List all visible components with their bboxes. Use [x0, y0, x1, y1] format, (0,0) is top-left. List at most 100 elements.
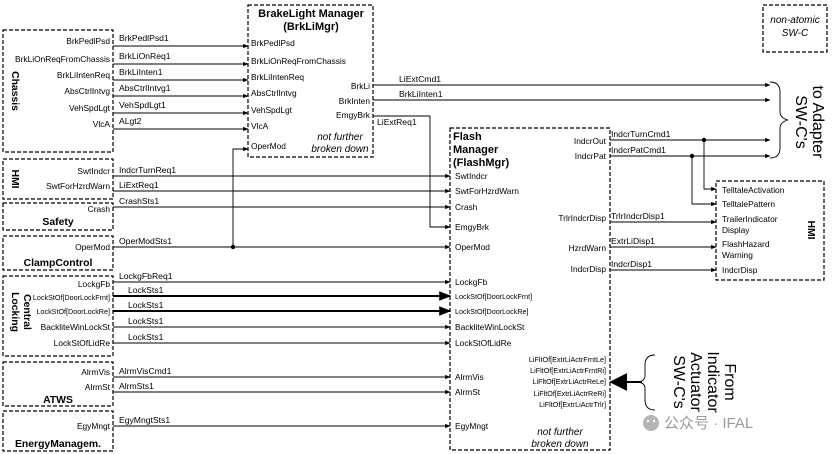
- central-title-line2: Locking: [9, 292, 20, 332]
- energy-title: EnergyManagem.: [15, 439, 101, 450]
- watermark-text: 公众号 · IFAL: [664, 415, 753, 432]
- flash-input-ports: SwtIndcr SwtForHzrdWarn Crash EmgyBrk Op…: [455, 171, 532, 431]
- flash-manager-title: Flash: [453, 131, 482, 143]
- central-port: BackliteWinLockSt: [41, 322, 111, 332]
- brake-in-port: BrkPedlPsd: [251, 38, 295, 48]
- central-port: LockStOf[DoorLockFrnt]: [33, 293, 110, 302]
- chassis-title: Chassis: [9, 71, 20, 111]
- central-locking-block: [2, 275, 114, 357]
- brakelight-manager-title: BrakeLight Manager: [258, 8, 364, 20]
- flash-in-port: SwtForHzrdWarn: [455, 186, 519, 196]
- flash-in-port: EgyMngt: [455, 421, 489, 431]
- brake-out-port: BrkInten: [339, 96, 371, 106]
- hmi-right-port: FlashHazard: [722, 239, 770, 249]
- signal-label: AlrmSts1: [119, 381, 154, 391]
- energy-port: EgyMngt: [77, 421, 111, 431]
- signal-label: LiExtCmd1: [399, 74, 441, 84]
- atws-port: AlrmVis: [81, 367, 110, 377]
- chassis-port: BrkLiOnReqFromChassis: [15, 54, 110, 64]
- from-indicator-label: Indicator: [704, 351, 721, 413]
- flash-fb-port: LiFltOf[ExtrLiActrFrntLe]: [529, 355, 606, 364]
- flash-out-port: IndcrOut: [574, 136, 607, 146]
- flash-manager-title-line2: Manager: [453, 144, 499, 156]
- indicator-brace: [637, 354, 656, 411]
- signal-label: BrkLiOnReq1: [119, 51, 171, 61]
- central-locking-signals: LockgFbReq1 LockSts1 LockSts1 LockSts1 L…: [119, 271, 173, 342]
- flash-note-line2: broken down: [531, 439, 589, 450]
- brakelight-output-ports: BrkLi BrkInten EmgyBrk: [336, 81, 371, 120]
- non-atomic-swc-block: [762, 4, 828, 53]
- flash-fb-port: LiFltOf[ExtrLiActrReRi]: [534, 389, 606, 398]
- signal-label: BrkPedlPsd1: [119, 33, 169, 43]
- brakelight-input-ports: BrkPedlPsd BrkLiOnReqFromChassis BrkLiIn…: [251, 38, 346, 151]
- hmi-right-ports: TelltaleActivation TelltalePattern Trail…: [722, 185, 785, 275]
- central-port: LockStOfLidRe: [54, 338, 111, 348]
- clampcontrol-block: [2, 235, 114, 271]
- safety-port: Crash: [88, 204, 111, 214]
- safety-block: [2, 202, 114, 231]
- hmi-left-block: [2, 158, 114, 200]
- brakelight-output-connections: [373, 82, 771, 230]
- signal-label: ExtrLiDisp1: [611, 236, 655, 246]
- flash-in-port: SwtIndcr: [455, 171, 488, 181]
- central-title-line1: Central: [21, 294, 32, 330]
- flash-fb-port: LiFltOf[ExtrLiActrFrntRi]: [530, 366, 606, 375]
- brake-in-port: BrkLiOnReqFromChassis: [251, 56, 346, 66]
- flash-out-port: IndcrPat: [575, 151, 607, 161]
- clampcontrol-title: ClampControl: [24, 258, 93, 269]
- connection-opermod-branch: [232, 146, 249, 247]
- brakelight-note-line1: not further: [317, 132, 363, 143]
- hmi-right-title: HMI: [805, 220, 816, 239]
- flash-in-port: LockStOfLidRe: [455, 338, 512, 348]
- signal-label: IndcrTurnReq1: [119, 165, 176, 175]
- flash-in-port: LockStOf[DoorLockFrnt]: [455, 292, 532, 301]
- signal-label: ALgt2: [119, 116, 142, 126]
- from-actuator-label: Actuator: [687, 352, 704, 412]
- clamp-port: OperMod: [75, 242, 110, 252]
- flash-output-signals: IndcrTurnCmd1 IndcrPatCmd1 TrlrIndcrDisp…: [611, 129, 671, 269]
- junction-dot: [701, 137, 707, 143]
- signal-label: LiExtReq1: [377, 117, 417, 127]
- junction-dot: [689, 153, 695, 159]
- hmi-right-port: TelltalePattern: [722, 199, 775, 209]
- flash-out-port: IndcrDisp: [571, 264, 607, 274]
- flash-feedback-ports: LiFltOf[ExtrLiActrFrntLe] LiFltOf[ExtrLi…: [529, 355, 606, 409]
- flash-out-port: TrlrIndcrDisp: [558, 213, 606, 223]
- brake-in-port: VlcA: [251, 121, 269, 131]
- chassis-port: BrkPedlPsd: [66, 36, 110, 46]
- energy-management-block: [2, 410, 114, 452]
- adapter-brace: [769, 81, 789, 159]
- atws-port: AlrmSt: [85, 382, 111, 392]
- signal-label: OperModSts1: [119, 236, 172, 246]
- flash-in-port: LockStOf[DoorLockRe]: [455, 307, 529, 316]
- atws-title: ATWS: [43, 395, 73, 406]
- chassis-block: [2, 29, 114, 153]
- flash-in-port: AlrmVis: [455, 372, 484, 382]
- brake-in-port: BrkLiIntenReq: [251, 72, 304, 82]
- hmi-left-title: HMI: [9, 169, 20, 188]
- flash-fb-port: LiFltOf[ExtrLiActrReLe]: [533, 377, 607, 386]
- hmi-right-port: Display: [722, 225, 750, 235]
- signal-label: IndcrDisp1: [611, 259, 652, 269]
- flash-manager-block: [449, 127, 611, 451]
- hmi-right-port: TrailerIndicator: [722, 214, 778, 224]
- chassis-port: AbsCtrlIntvg: [64, 86, 110, 96]
- flash-in-port: Crash: [455, 202, 478, 212]
- to-adapter-swc-label: SW-C's: [792, 95, 809, 148]
- hmi-left-port: SwtIndcr: [77, 166, 110, 176]
- signal-label: VehSpdLgt1: [119, 100, 166, 110]
- hmi-right-block: [715, 180, 825, 281]
- from-label: From: [721, 363, 738, 400]
- central-port: LockgFb: [78, 279, 110, 289]
- flash-manager-title-line3: (FlashMgr): [453, 157, 510, 169]
- hmi-right-port: TelltaleActivation: [722, 185, 785, 195]
- flash-in-port: OperMod: [455, 242, 490, 252]
- chassis-signals: BrkPedlPsd1 BrkLiOnReq1 BrkLiInten1 AbsC…: [119, 33, 171, 126]
- atws-block: [2, 361, 114, 407]
- chassis-connections: [113, 43, 249, 132]
- signal-label: BrkLiInten1: [119, 67, 163, 77]
- flash-output-ports: IndcrOut IndcrPat TrlrIndcrDisp HzrdWarn…: [558, 136, 606, 274]
- brake-out-port: EmgyBrk: [336, 110, 371, 120]
- central-locking-connections: [113, 279, 452, 346]
